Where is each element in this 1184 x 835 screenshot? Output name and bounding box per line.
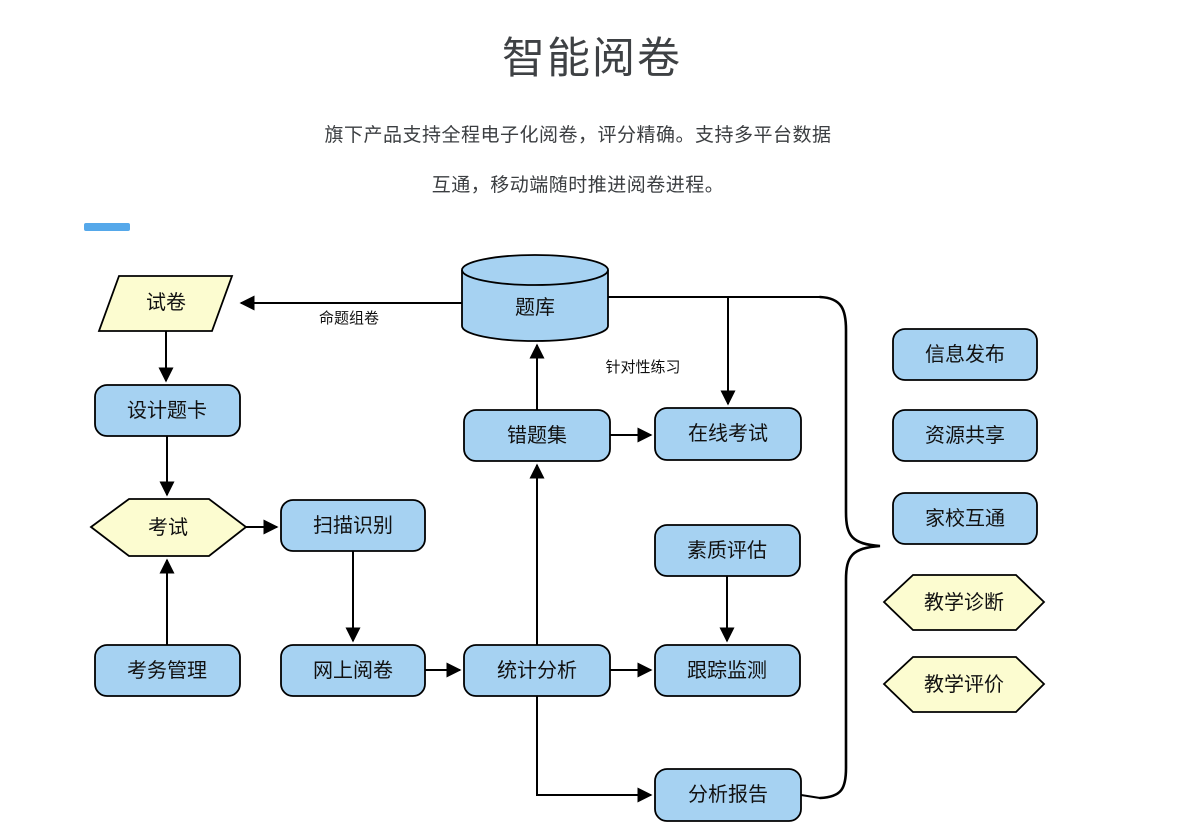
xinxi-fabu-shape [892,328,1038,381]
node-ziyuan-gongxiang: 资源共享 [892,409,1038,462]
edge-label-zhenduixing-lianxi: 针对性练习 [605,359,680,376]
edge-tongji-to-fenxibaogao [536,696,653,803]
tiku-cylinder-body-outline [461,270,609,342]
kaoshi-shape [89,498,248,557]
subtitle-line-2: 互通，移动端随时推进阅卷进程。 [431,175,725,196]
kaowu-guanli-shape [94,644,241,697]
node-jiaoxue-zhenduan: 教学诊断 [882,574,1046,631]
saomiao-shibie-shape [280,499,426,552]
sheji-tika-label: 设计题卡 [127,399,207,422]
zaixian-kaoshi-label: 在线考试 [688,422,768,445]
suzhi-pinggu-label: 素质评估 [687,539,767,562]
node-tiku: 题库 [461,254,609,342]
cuotiji-shape [463,409,611,462]
node-shijuan: 试卷 [97,275,234,332]
grouping-brace [818,295,881,800]
node-xinxi-fabu: 信息发布 [892,328,1038,381]
fenxi-baogao-shape [654,768,802,822]
genzong-jiance-shape [654,644,801,697]
jiaoxue-zhenduan-shape [882,574,1046,631]
tiku-cylinder-top [461,254,609,286]
subtitle-line-1: 旗下产品支持全程电子化阅卷，评分精确。支持多平台数据 [324,125,832,146]
jiaoxue-pingjia-shape [882,656,1046,713]
wangshang-yuejuan-shape [280,644,426,697]
edge-fenxibaogao-to-brace-bottom [800,794,821,799]
node-kaowu-guanli: 考务管理 [94,644,241,697]
fenxi-baogao-label: 分析报告 [688,783,768,806]
flow-edges [158,295,881,803]
shijuan-shape [97,275,234,332]
node-wangshang-yuejuan: 网上阅卷 [280,644,426,697]
node-zaixian-kaoshi: 在线考试 [654,407,802,461]
ziyuan-gongxiang-shape [892,409,1038,462]
cuotiji-label: 错题集 [507,424,567,447]
jiaoxue-zhenduan-label: 教学诊断 [924,591,1004,614]
node-sheji-tika: 设计题卡 [94,384,241,437]
shijuan-label: 试卷 [146,291,186,314]
jiaoxue-pingjia-label: 教学评价 [924,673,1004,696]
jiaxiao-hutong-shape [892,492,1038,545]
node-jiaxiao-hutong: 家校互通 [892,492,1038,545]
tiku-cylinder-body-fill [462,270,608,341]
tongji-fenxi-shape [463,644,611,697]
wangshang-yuejuan-label: 网上阅卷 [313,659,393,682]
node-fenxi-baogao: 分析报告 [654,768,802,822]
kaowu-guanli-label: 考务管理 [127,659,207,682]
node-suzhi-pinggu: 素质评估 [654,524,801,577]
node-cuotiji: 错题集 [463,409,611,462]
suzhi-pinggu-shape [654,524,801,577]
genzong-jiance-label: 跟踪监测 [687,659,767,682]
node-jiaoxue-pingjia: 教学评价 [882,656,1046,713]
tiku-label: 题库 [515,296,555,319]
node-genzong-jiance: 跟踪监测 [654,644,801,697]
zaixian-kaoshi-shape [654,407,802,461]
node-tongji-fenxi: 统计分析 [463,644,611,697]
edge-label-mingtizujuan: 命题组卷 [319,309,379,327]
node-saomiao-shibie: 扫描识别 [280,499,426,552]
ziyuan-gongxiang-label: 资源共享 [925,424,1005,447]
kaoshi-label: 考试 [148,516,188,539]
jiaxiao-hutong-label: 家校互通 [925,507,1005,530]
sheji-tika-shape [94,384,241,437]
tongji-fenxi-label: 统计分析 [497,659,577,682]
node-kaoshi: 考试 [89,498,248,557]
saomiao-shibie-label: 扫描识别 [313,514,393,537]
accent-dash-decoration [84,223,130,231]
xinxi-fabu-label: 信息发布 [925,343,1005,366]
page-title: 智能阅卷 [502,35,682,83]
